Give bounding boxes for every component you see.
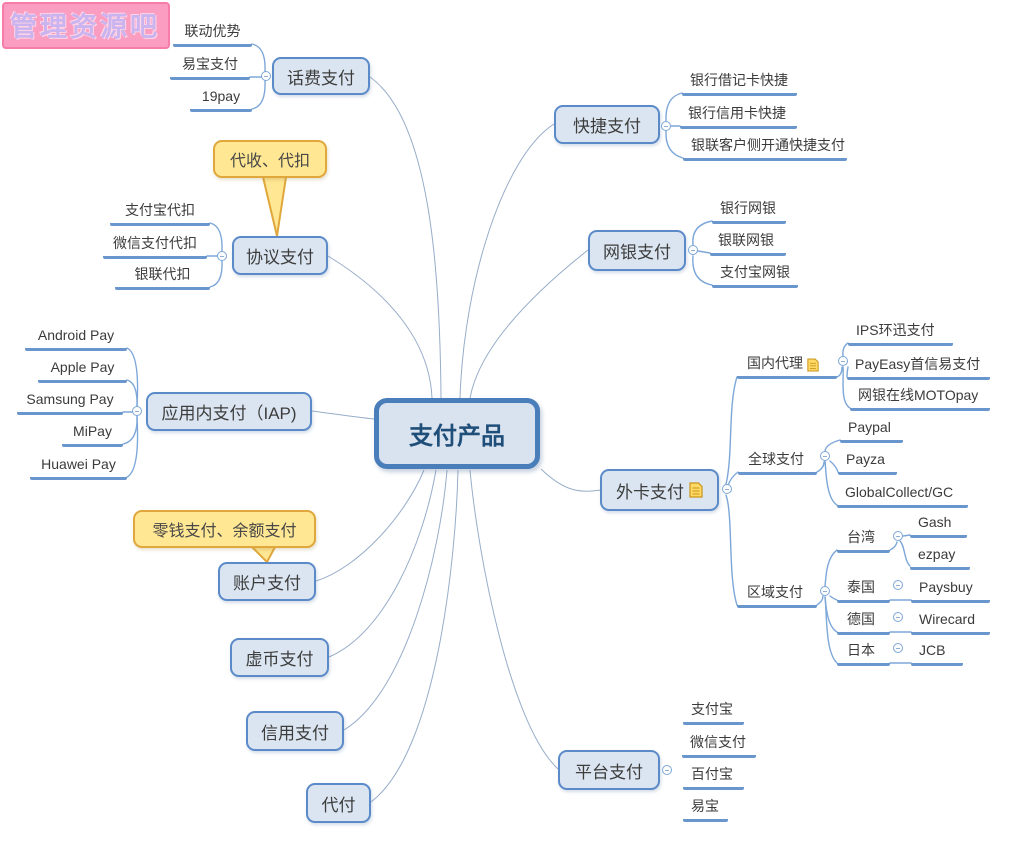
- topic-pingtai[interactable]: 平台支付: [558, 750, 660, 790]
- leaf-topic[interactable]: 易宝支付: [170, 55, 250, 80]
- topic-iap[interactable]: 应用内支付（IAP): [146, 392, 312, 431]
- leaf-topic[interactable]: PayEasy首信易支付: [847, 355, 990, 380]
- leaf-topic[interactable]: 19pay: [190, 87, 252, 112]
- collapse-toggle-huafei[interactable]: [261, 71, 271, 81]
- watermark: 管理资源吧: [2, 2, 170, 49]
- leaf-topic[interactable]: Huawei Pay: [30, 455, 127, 480]
- topic-label: 外卡支付: [616, 482, 684, 502]
- collapse-toggle-japan[interactable]: [893, 643, 903, 653]
- collapse-toggle-germany[interactable]: [893, 612, 903, 622]
- subtopic-taiwan[interactable]: 台湾: [837, 528, 890, 553]
- subtopic-quanqiu[interactable]: 全球支付: [738, 450, 817, 475]
- subtopic-label: 泰国: [847, 579, 875, 595]
- collapse-toggle-wangyin[interactable]: [688, 245, 698, 255]
- leaf-topic[interactable]: 银行网银: [712, 199, 786, 224]
- leaf-topic[interactable]: 银行借记卡快捷: [682, 71, 797, 96]
- subtopic-thailand[interactable]: 泰国: [837, 578, 890, 603]
- subtopic-label: 台湾: [847, 529, 875, 545]
- collapse-toggle-waika[interactable]: [722, 484, 732, 494]
- subtopic-label: 国内代理: [747, 355, 803, 371]
- leaf-topic[interactable]: 百付宝: [683, 765, 744, 790]
- callout-daishou-daikou[interactable]: 代收、代扣: [213, 140, 327, 178]
- collapse-toggle-thailand[interactable]: [893, 580, 903, 590]
- collapse-toggle-quyu[interactable]: [820, 586, 830, 596]
- leaf-topic[interactable]: Samsung Pay: [17, 390, 123, 415]
- collapse-toggle-iap[interactable]: [132, 406, 142, 416]
- collapse-toggle-pingtai[interactable]: [662, 765, 672, 775]
- leaf-topic[interactable]: Wirecard: [911, 610, 990, 635]
- topic-daifu[interactable]: 代付: [306, 783, 371, 823]
- leaf-topic[interactable]: Android Pay: [25, 326, 127, 351]
- collapse-toggle-quanqiu[interactable]: [820, 451, 830, 461]
- leaf-topic[interactable]: JCB: [911, 641, 963, 666]
- leaf-topic[interactable]: 银联客户侧开通快捷支付: [683, 136, 847, 161]
- collapse-toggle-taiwan[interactable]: [893, 531, 903, 541]
- subtopic-label: 日本: [847, 642, 875, 658]
- callout-lingqian-yue[interactable]: 零钱支付、余额支付: [133, 510, 316, 548]
- subtopic-japan[interactable]: 日本: [837, 641, 890, 666]
- topic-xubi[interactable]: 虚币支付: [230, 638, 329, 677]
- topic-kuaijie[interactable]: 快捷支付: [554, 105, 660, 144]
- leaf-topic[interactable]: ezpay: [910, 545, 970, 570]
- note-icon[interactable]: [807, 358, 819, 372]
- leaf-topic[interactable]: 网银在线MOTOpay: [850, 386, 990, 411]
- leaf-topic[interactable]: Payza: [838, 450, 897, 475]
- leaf-topic[interactable]: Paysbuy: [911, 578, 990, 603]
- subtopic-quyu[interactable]: 区域支付: [737, 583, 817, 608]
- collapse-toggle-xieyi[interactable]: [217, 251, 227, 261]
- leaf-topic[interactable]: 银行信用卡快捷: [680, 104, 797, 129]
- leaf-topic[interactable]: 银联网银: [710, 231, 786, 256]
- subtopic-label: 德国: [847, 611, 875, 627]
- topic-xinyong[interactable]: 信用支付: [246, 711, 344, 751]
- root-topic[interactable]: 支付产品: [374, 398, 540, 469]
- leaf-topic[interactable]: 支付宝网银: [712, 263, 798, 288]
- subtopic-label: 区域支付: [747, 584, 803, 600]
- subtopic-guonei[interactable]: 国内代理: [737, 354, 837, 379]
- topic-waika[interactable]: 外卡支付: [600, 469, 719, 511]
- leaf-topic[interactable]: Apple Pay: [38, 358, 127, 383]
- leaf-topic[interactable]: MiPay: [62, 422, 123, 447]
- leaf-topic[interactable]: 联动优势: [173, 22, 252, 47]
- topic-wangyin[interactable]: 网银支付: [588, 230, 686, 271]
- leaf-topic[interactable]: 银联代扣: [115, 265, 210, 290]
- note-icon[interactable]: [689, 482, 703, 498]
- subtopic-label: 全球支付: [748, 451, 804, 467]
- leaf-topic[interactable]: Paypal: [840, 418, 903, 443]
- leaf-topic[interactable]: IPS环迅支付: [848, 321, 953, 346]
- collapse-toggle-guonei[interactable]: [838, 356, 848, 366]
- leaf-topic[interactable]: GlobalCollect/GC: [837, 483, 968, 508]
- collapse-toggle-kuaijie[interactable]: [661, 121, 671, 131]
- topic-zhanghu[interactable]: 账户支付: [218, 562, 316, 601]
- leaf-topic[interactable]: 微信支付: [682, 733, 756, 758]
- leaf-topic[interactable]: 易宝: [683, 797, 728, 822]
- topic-xieyi[interactable]: 协议支付: [232, 236, 328, 275]
- leaf-topic[interactable]: 微信支付代扣: [103, 234, 207, 259]
- leaf-topic[interactable]: Gash: [910, 513, 967, 538]
- leaf-topic[interactable]: 支付宝: [683, 700, 744, 725]
- leaf-topic[interactable]: 支付宝代扣: [110, 201, 210, 226]
- subtopic-germany[interactable]: 德国: [837, 610, 890, 635]
- topic-huafei[interactable]: 话费支付: [272, 57, 370, 95]
